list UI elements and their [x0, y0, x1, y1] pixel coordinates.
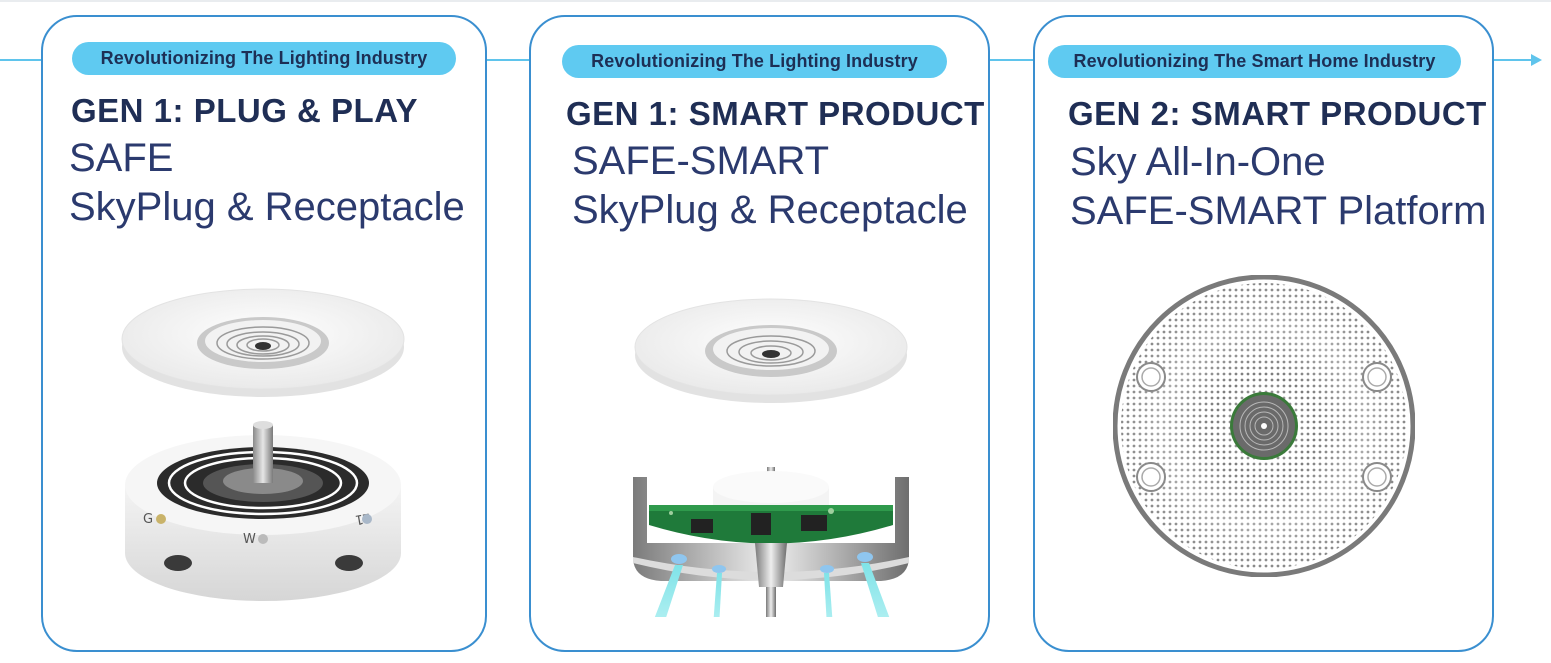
timeline-card-gen2-smart-product: Revolutionizing The Smart Home Industry … — [1033, 15, 1494, 652]
timeline-card-gen1-smart-product: Revolutionizing The Lighting Industry GE… — [529, 15, 990, 652]
white-label: W — [243, 532, 256, 547]
product-name-line1: Sky All-In-One — [1070, 140, 1326, 184]
arrow-right-icon — [1531, 54, 1542, 66]
timeline-connector-1-2 — [486, 59, 530, 61]
industry-tag: Revolutionizing The Lighting Industry — [72, 42, 456, 75]
timeline-connector-right — [1493, 59, 1533, 61]
industry-tag: Revolutionizing The Lighting Industry — [562, 45, 947, 78]
timeline-connector-2-3 — [989, 59, 1034, 61]
product-name-line2: SkyPlug & Receptacle — [572, 188, 968, 232]
timeline-card-gen1-plug-play: Revolutionizing The Lighting Industry GE… — [41, 15, 487, 652]
product-name-line2: SkyPlug & Receptacle — [69, 185, 465, 229]
product-name-line2: SAFE-SMART Platform — [1070, 189, 1487, 233]
sky-all-in-one-speaker-image — [1113, 275, 1415, 577]
product-name-line1: SAFE-SMART — [572, 139, 830, 183]
timeline-connector-left — [0, 59, 42, 61]
top-divider — [0, 0, 1551, 2]
generation-title: GEN 1: PLUG & PLAY — [71, 92, 419, 129]
skyplug-receptacle-image: G W L1 — [121, 288, 405, 601]
smart-skyplug-circuit-image — [633, 298, 909, 617]
industry-tag: Revolutionizing The Smart Home Industry — [1048, 45, 1461, 78]
product-name-line1: SAFE — [69, 136, 174, 180]
generation-title: GEN 2: SMART PRODUCT — [1068, 95, 1487, 132]
ground-label: G — [143, 512, 153, 527]
generation-title: GEN 1: SMART PRODUCT — [566, 95, 985, 132]
